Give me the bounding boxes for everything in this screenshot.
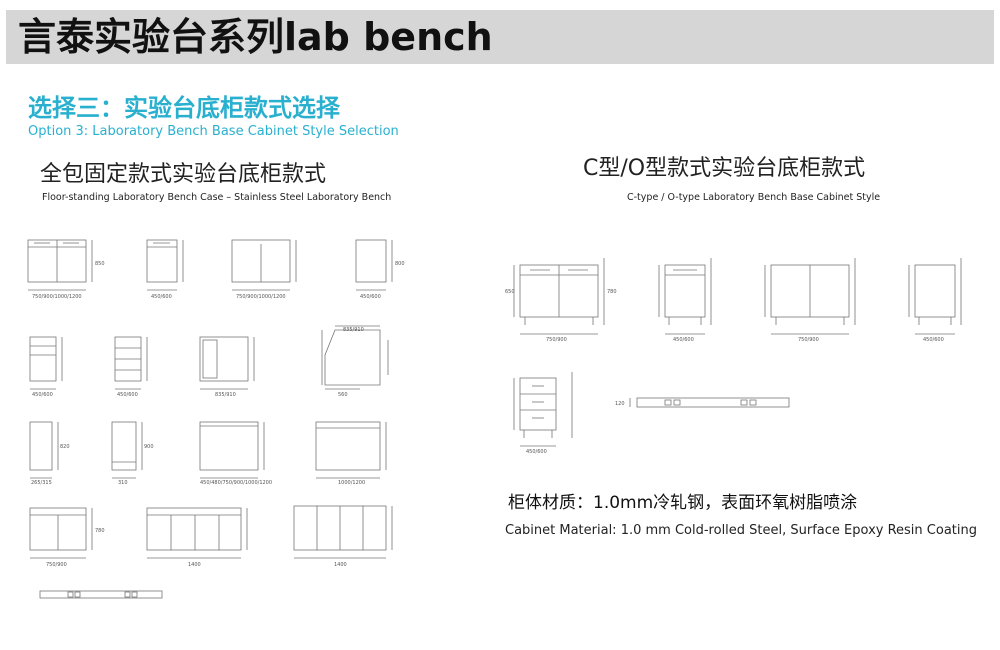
dim-label: 780: [607, 289, 617, 295]
cabinet-drawing-c-type-drawers: [513, 372, 573, 447]
dim-label: 750/900: [546, 337, 567, 343]
dim-label: 750/900: [798, 337, 819, 343]
cabinet-drawing-corner-plan: [321, 325, 389, 390]
dim-label: 450/600: [151, 294, 172, 300]
cabinet-drawing-tall-narrow: [29, 421, 59, 479]
cabinet-drawing-c-type-double: [513, 258, 605, 335]
dim-label: 900: [144, 444, 154, 450]
dim-label: 450/600: [923, 337, 944, 343]
cabinet-drawing-double-door: [231, 239, 297, 291]
dim-label: 450/600: [32, 392, 53, 398]
cabinet-drawing-c-type-single: [658, 258, 712, 335]
cabinet-drawing-single-door-drawer: [146, 239, 184, 291]
dim-label: 450/480/750/900/1000/1200: [200, 480, 272, 486]
dim-label: 650: [505, 289, 515, 295]
dim-label: 310: [118, 480, 128, 486]
dim-label: 1400: [334, 562, 347, 568]
cabinet-drawing-wide-frame: [315, 421, 387, 479]
dim-label: 120: [615, 401, 625, 407]
page-title: 言泰实验台系列lab bench: [18, 15, 493, 59]
dim-label: 750/900/1000/1200: [32, 294, 82, 300]
cabinet-drawing-c-type-single-door: [908, 258, 962, 335]
header-bar: 言泰实验台系列lab bench: [6, 10, 994, 64]
section-title-en: Option 3: Laboratory Bench Base Cabinet …: [28, 124, 399, 139]
dim-label: 450/600: [673, 337, 694, 343]
cabinet-drawing-drawer-door: [29, 336, 63, 390]
dim-label: 750/900/1000/1200: [236, 294, 286, 300]
material-description-en: Cabinet Material: 1.0 mm Cold-rolled Ste…: [505, 523, 977, 538]
cabinet-drawing-single-door: [355, 239, 393, 291]
cabinet-drawing-open-narrow: [111, 421, 143, 479]
dim-label: 560: [338, 392, 348, 398]
dim-label: 1400: [188, 562, 201, 568]
dim-label: 750/900: [46, 562, 67, 568]
right-column-title-en: C-type / O-type Laboratory Bench Base Ca…: [627, 192, 881, 203]
cabinet-drawing-corner: [199, 336, 255, 390]
power-strip-drawing-right: [629, 397, 790, 408]
dim-label: 450/600: [526, 449, 547, 455]
right-column-title-cn: C型/O型款式实验台底柜款式: [583, 156, 866, 181]
cabinet-drawing-four-door-full: [293, 505, 393, 559]
section-title-cn: 选择三：实验台底柜款式选择: [28, 94, 340, 122]
dim-label: 835/910: [215, 392, 236, 398]
dim-label: 265/315: [31, 480, 52, 486]
cabinet-drawing-open-frame: [199, 421, 265, 479]
dim-label: 780: [95, 528, 105, 534]
dim-label: 800: [395, 261, 405, 267]
dim-label: 820: [60, 444, 70, 450]
material-description-cn: 柜体材质：1.0mm冷轧钢，表面环氧树脂喷涂: [508, 493, 858, 513]
cabinet-drawing-double-door-drawer: [27, 239, 93, 291]
dim-label: 1000/1200: [338, 480, 365, 486]
cabinet-drawing-double-door-drawer-small: [29, 507, 93, 559]
dim-label: 850: [95, 261, 105, 267]
dim-label: 450/600: [117, 392, 138, 398]
cabinet-drawing-four-drawer: [114, 336, 148, 390]
power-strip-drawing-left: [39, 590, 163, 599]
cabinet-drawing-c-type-double-door: [764, 258, 856, 335]
dim-label: 450/600: [360, 294, 381, 300]
cabinet-drawing-four-door-wide: [146, 507, 248, 559]
left-column-title-en: Floor-standing Laboratory Bench Case – S…: [42, 192, 392, 203]
dim-label: 835/910: [343, 327, 364, 333]
left-column-title-cn: 全包固定款式实验台底柜款式: [40, 162, 327, 187]
